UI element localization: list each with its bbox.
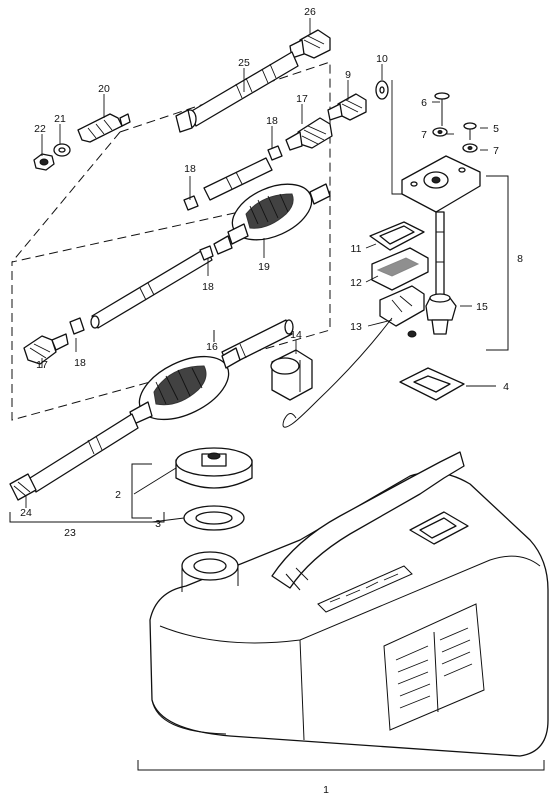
part-5-screw (463, 122, 477, 140)
part-18-clip-left (183, 195, 199, 211)
callout-11: 11 (351, 243, 362, 255)
part-3-cap-seal (183, 505, 245, 531)
callout-9: 9 (345, 69, 351, 81)
part-18-clip-upper (267, 145, 283, 161)
part-13-float (379, 285, 425, 338)
bulb-connector-left (213, 235, 233, 255)
callout-17a: 17 (296, 93, 308, 105)
part-18-clip-mid (199, 245, 214, 261)
callout-14: 14 (290, 329, 302, 341)
callout-2: 2 (115, 489, 121, 501)
callout-7a: 7 (421, 129, 427, 141)
part-26-connector (289, 29, 331, 59)
callout-6: 6 (421, 97, 427, 109)
callout-10: 10 (376, 53, 388, 65)
callout-8: 8 (517, 253, 523, 265)
part-1-fuel-tank (149, 451, 549, 757)
inset-dashed-boundary-right (149, 192, 331, 383)
part-22-nut (33, 153, 55, 171)
callout-26: 26 (304, 6, 316, 18)
callout-5: 5 (493, 123, 499, 135)
callout-1: 1 (323, 784, 329, 796)
hose-long-inset (90, 247, 213, 329)
callout-13: 13 (350, 321, 362, 333)
callout-24: 24 (20, 507, 32, 519)
callout-labels: 1 2 3 4 5 6 7 7 8 9 10 11 12 13 14 15 16… (20, 6, 523, 796)
callout-16: 16 (206, 341, 218, 353)
part-4-gasket (399, 367, 465, 401)
float-arm-wire (282, 317, 393, 428)
callout-18a: 18 (266, 115, 278, 127)
callout-12: 12 (350, 277, 362, 289)
callout-19: 19 (258, 261, 270, 273)
callout-17b: 17 (36, 359, 48, 371)
part-6-screw (434, 92, 450, 126)
part-12-cover (371, 247, 429, 291)
callout-3: 3 (155, 518, 161, 530)
part-8-gauge-assembly (401, 155, 481, 335)
part-16-hose-assembly (9, 319, 294, 501)
part-18-clip-lower (69, 317, 85, 335)
hose-piece-upper-joint (225, 171, 243, 190)
callout-4: 4 (503, 381, 509, 393)
part-7-washer-a (432, 127, 448, 137)
bracket-part-2 (131, 463, 152, 519)
callout-18c: 18 (202, 281, 214, 293)
callout-18b: 18 (184, 163, 196, 175)
part-17-fitting-upper (285, 117, 333, 151)
part-25-hose (175, 51, 299, 133)
hose-piece-upper (203, 157, 273, 201)
callout-18d: 18 (74, 357, 86, 369)
callout-21: 21 (54, 113, 66, 125)
part-9-fitting (327, 93, 367, 121)
part-10-washer (375, 80, 389, 100)
part-11-gasket (369, 221, 425, 251)
part-21-washer (53, 143, 71, 157)
bracket-part-23 (9, 512, 165, 523)
part-14-filter (270, 349, 313, 401)
bracket-part-8 (486, 175, 509, 351)
part-17-fitting-lower (23, 333, 69, 365)
part-7-washer-b (462, 143, 478, 153)
callout-7b: 7 (493, 145, 499, 157)
callout-15: 15 (476, 301, 488, 313)
bracket-part-1 (137, 760, 545, 771)
callout-22: 22 (34, 123, 46, 135)
callout-23: 23 (64, 527, 76, 539)
leader-lines (25, 18, 496, 523)
part-19-primer-bulb (227, 183, 331, 245)
part-2-tank-cap (175, 447, 253, 489)
part-20-fitting (77, 113, 131, 143)
callout-25: 25 (238, 57, 250, 69)
callout-20: 20 (98, 83, 110, 95)
